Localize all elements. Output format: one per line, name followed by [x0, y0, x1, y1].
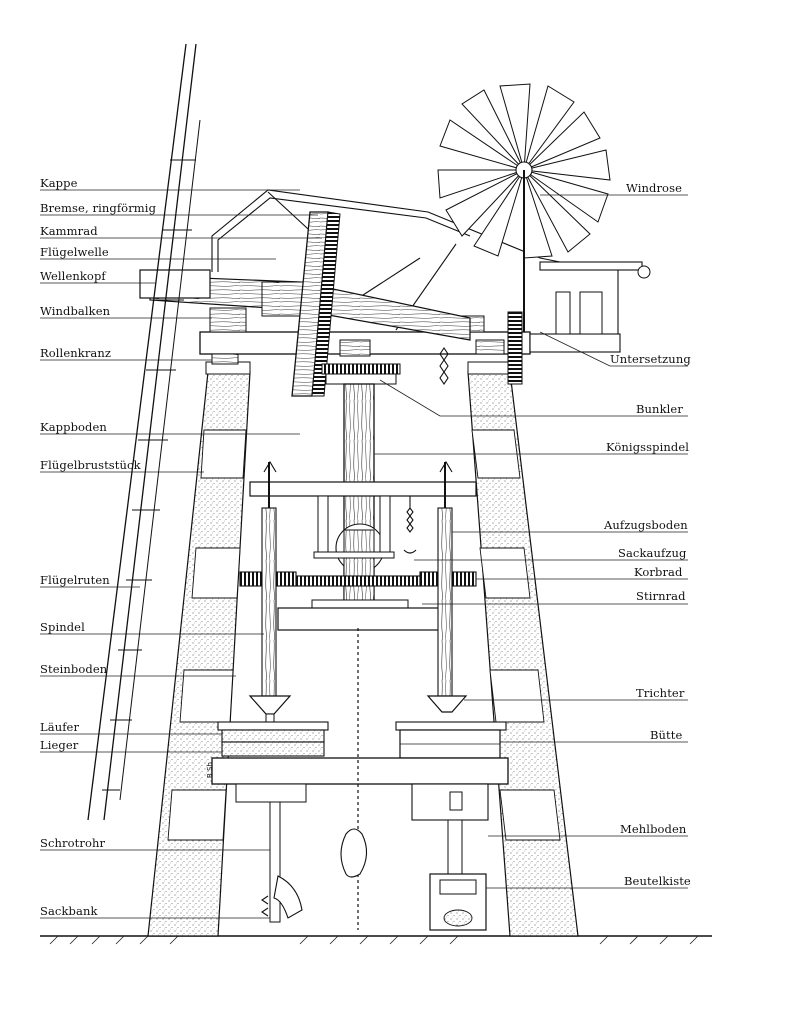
meal-floor-beam	[211, 757, 509, 785]
right-meal-spout	[411, 783, 489, 881]
label-stirnrad: Stirnrad	[636, 589, 686, 603]
leader-lines-right	[374, 194, 688, 889]
label-aufzugsboden: Aufzugsboden	[604, 518, 688, 532]
brake-wheel	[291, 211, 341, 397]
label-lieger: Lieger	[40, 738, 79, 752]
fantail	[437, 83, 651, 385]
label-laeufer: Läufer	[40, 720, 80, 734]
label-bremse: Bremse, ringförmig	[40, 201, 157, 215]
right-hopper	[426, 695, 468, 713]
stone-floor-beam	[277, 607, 447, 631]
wallower	[321, 339, 401, 385]
label-windbalken: Windbalken	[40, 304, 111, 318]
hoist-chain	[439, 347, 449, 385]
label-fluegelbruststueck: Flügelbruststück	[40, 458, 141, 472]
artist-signature: B.Sh	[206, 762, 214, 778]
left-meal-spout	[235, 783, 307, 923]
label-spindel: Spindel	[40, 620, 85, 634]
left-spindle	[261, 460, 277, 697]
label-schrotrohr: Schrotrohr	[40, 836, 106, 850]
tower-right-wall	[467, 361, 579, 937]
label-windrose: Windrose	[626, 181, 682, 195]
leader-lines-left	[40, 189, 322, 919]
label-trichter: Trichter	[636, 686, 685, 700]
label-kappboden: Kappboden	[40, 420, 107, 434]
label-bunkler: Bunkler	[636, 402, 683, 416]
ground	[40, 935, 712, 945]
hoist-rope-and-sack	[340, 628, 368, 930]
label-untersetzung: Untersetzung	[610, 352, 691, 366]
label-fluegelwelle: Flügelwelle	[40, 245, 109, 259]
tower-left-wall	[147, 361, 251, 937]
label-wellenkopf: Wellenkopf	[40, 269, 106, 283]
left-millstones	[217, 721, 329, 757]
right-spindle	[437, 460, 453, 697]
label-fluegelruten: Flügelruten	[40, 573, 110, 587]
right-millstones-tun	[395, 721, 507, 759]
label-sackaufzug: Sackaufzug	[618, 546, 687, 560]
sail	[87, 43, 201, 821]
label-steinboden: Steinboden	[40, 662, 108, 676]
label-sackbank: Sackbank	[40, 904, 98, 918]
label-beutelkiste: Beutelkiste	[624, 874, 691, 888]
label-korbrad: Korbrad	[634, 565, 683, 579]
bolter	[429, 873, 487, 931]
label-kammrad: Kammrad	[40, 224, 98, 238]
label-rollenkranz: Rollenkranz	[40, 346, 112, 360]
label-koenigsspindel: Königsspindel	[606, 440, 690, 454]
label-buette: Bütte	[650, 728, 683, 742]
label-mehlboden: Mehlboden	[620, 822, 687, 836]
label-kappe: Kappe	[40, 176, 78, 190]
hoist-floor-beam	[249, 481, 477, 559]
